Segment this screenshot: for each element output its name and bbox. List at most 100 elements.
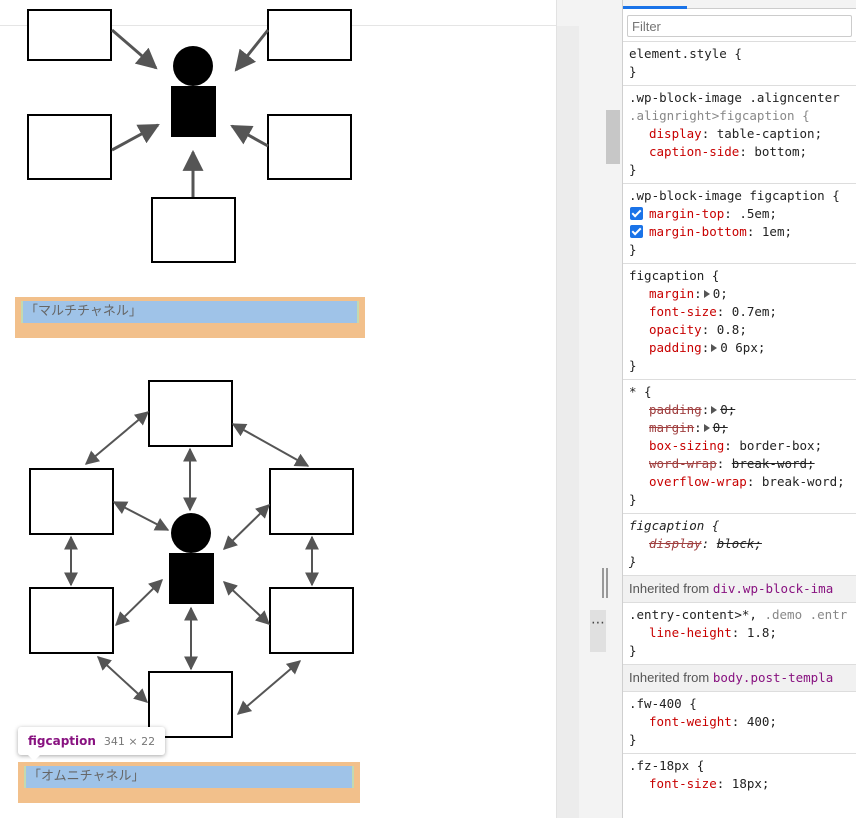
declaration-overridden[interactable]: word-wrap: break-word; xyxy=(649,456,815,471)
declaration-overridden[interactable]: display: block; xyxy=(649,536,762,551)
rule-selector[interactable]: * { xyxy=(629,384,652,399)
rule-close: } xyxy=(629,242,637,257)
caption-text: 「マルチチャネル」 xyxy=(21,301,359,323)
multichannel-diagram xyxy=(27,9,352,263)
web-page-viewport: 「マルチチャネル」 「オムニチャネル」 figcaption 341 × 22 xyxy=(0,0,590,818)
style-rule: .wp-block-image figcaption { margin-top:… xyxy=(623,184,856,264)
style-rule: element.style { } xyxy=(623,42,856,86)
page-scroll-gutter xyxy=(556,0,590,818)
inherited-header: Inherited from div.wp-block-ima xyxy=(623,576,856,603)
channel-box xyxy=(29,468,114,535)
declaration[interactable]: padding:0 6px; xyxy=(649,340,766,355)
rule-selector[interactable]: figcaption { xyxy=(629,268,720,283)
styles-pane: element.style { } .wp-block-image .align… xyxy=(623,0,856,818)
style-rule: figcaption { margin:0; font-size: 0.7em;… xyxy=(623,264,856,380)
declaration[interactable]: margin:0; xyxy=(649,286,728,301)
channel-box xyxy=(29,587,114,654)
channel-box xyxy=(148,380,233,447)
channel-box xyxy=(148,671,233,738)
declaration[interactable]: display: table-caption; xyxy=(649,126,823,141)
rule-close: } xyxy=(629,643,637,658)
tooltip-tag: figcaption xyxy=(28,734,96,748)
inherited-element-link[interactable]: body.post-templa xyxy=(712,670,834,685)
rule-close: } xyxy=(629,162,637,177)
style-rule: * { padding:0; margin:0; box-sizing: bor… xyxy=(623,380,856,514)
rule-close: } xyxy=(629,358,637,373)
style-rule: .entry-content>*, .demo .entr line-heigh… xyxy=(623,603,856,665)
arrow xyxy=(222,581,271,625)
channel-diagrams xyxy=(27,9,354,738)
rule-selector[interactable]: figcaption { xyxy=(629,518,720,533)
channel-box xyxy=(27,114,112,180)
rule-close: } xyxy=(629,732,637,747)
inherited-header: Inherited from body.post-templa xyxy=(623,665,856,692)
style-rule: .fz-18px { font-size: 18px; xyxy=(623,754,856,797)
declaration[interactable]: margin-top: .5em; xyxy=(629,205,856,223)
tab-strip xyxy=(623,0,856,9)
declaration[interactable]: opacity: 0.8; xyxy=(649,322,747,337)
arrow xyxy=(230,124,269,148)
tooltip-size: 341 × 22 xyxy=(103,735,156,748)
arrow xyxy=(111,28,158,70)
declaration-overridden[interactable]: padding:0; xyxy=(649,402,736,417)
arrow xyxy=(111,123,160,152)
caption-text: 「オムニチャネル」 xyxy=(24,766,354,788)
rule-close: } xyxy=(629,64,637,79)
arrow xyxy=(96,656,149,703)
arrow xyxy=(236,660,302,715)
rule-selector[interactable]: .fz-18px { xyxy=(629,758,705,773)
resize-grip[interactable] xyxy=(602,568,608,598)
arrow xyxy=(222,504,271,550)
rule-close: } xyxy=(629,492,637,507)
declaration[interactable]: overflow-wrap: break-word; xyxy=(649,474,845,489)
rule-selector[interactable]: .wp-block-image figcaption { xyxy=(629,188,840,203)
checkbox-checked-icon[interactable] xyxy=(630,207,643,220)
scrollbar-thumb[interactable] xyxy=(606,110,620,164)
rule-selector[interactable]: .fw-400 { xyxy=(629,696,697,711)
channel-box xyxy=(27,9,112,61)
declaration[interactable]: font-weight: 400; xyxy=(649,714,777,729)
style-rule: .fw-400 { font-weight: 400; } xyxy=(623,692,856,754)
devtools-splitter[interactable]: ⋯ xyxy=(590,0,623,818)
expand-triangle-icon[interactable] xyxy=(703,424,710,432)
declaration[interactable]: font-size: 0.7em; xyxy=(649,304,777,319)
rule-close: } xyxy=(629,554,637,569)
omnichannel-diagram xyxy=(29,380,354,738)
arrow xyxy=(84,411,150,465)
channel-box xyxy=(151,197,236,263)
filter-input[interactable] xyxy=(627,15,852,37)
style-rule-user-agent: figcaption { display: block; } xyxy=(623,514,856,576)
declaration[interactable]: line-height: 1.8; xyxy=(649,625,777,640)
rule-selector[interactable]: .wp-block-image .aligncenter xyxy=(629,90,840,105)
rule-selector[interactable]: element.style { xyxy=(629,46,742,61)
person-icon xyxy=(169,513,214,604)
expand-triangle-icon[interactable] xyxy=(703,290,710,298)
arrow xyxy=(112,501,170,531)
expand-triangle-icon[interactable] xyxy=(711,406,718,414)
arrow xyxy=(114,579,164,626)
arrow xyxy=(234,29,270,72)
devtools-panel: ⋯ element.style { } .wp-block-image .ali… xyxy=(590,0,856,818)
declaration[interactable]: font-size: 18px; xyxy=(649,776,770,791)
declaration[interactable]: box-sizing: border-box; xyxy=(649,438,823,453)
element-inspect-tooltip: figcaption 341 × 22 xyxy=(18,727,166,761)
figcaption-multichannel[interactable]: 「マルチチャネル」 xyxy=(15,297,365,338)
rule-selector-continued[interactable]: .alignright>figcaption { xyxy=(629,108,810,123)
expand-triangle-icon[interactable] xyxy=(711,344,718,352)
checkbox-checked-icon[interactable] xyxy=(630,225,643,238)
tab-styles[interactable] xyxy=(623,6,687,9)
channel-box xyxy=(267,9,352,61)
declaration[interactable]: margin-bottom: 1em; xyxy=(629,223,856,241)
channel-box xyxy=(267,114,352,180)
channel-box xyxy=(269,468,354,535)
figcaption-omnichannel[interactable]: 「オムニチャネル」 xyxy=(18,762,360,803)
declaration-overridden[interactable]: margin:0; xyxy=(649,420,728,435)
inherited-element-link[interactable]: div.wp-block-ima xyxy=(712,581,834,596)
more-icon[interactable]: ⋯ xyxy=(590,610,606,652)
declaration[interactable]: caption-side: bottom; xyxy=(649,144,808,159)
person-icon xyxy=(171,46,216,137)
style-rule: .wp-block-image .aligncenter .alignright… xyxy=(623,86,856,184)
arrow xyxy=(231,423,310,467)
channel-box xyxy=(269,587,354,654)
rule-selector[interactable]: .entry-content>*, .demo .entr xyxy=(629,607,848,622)
